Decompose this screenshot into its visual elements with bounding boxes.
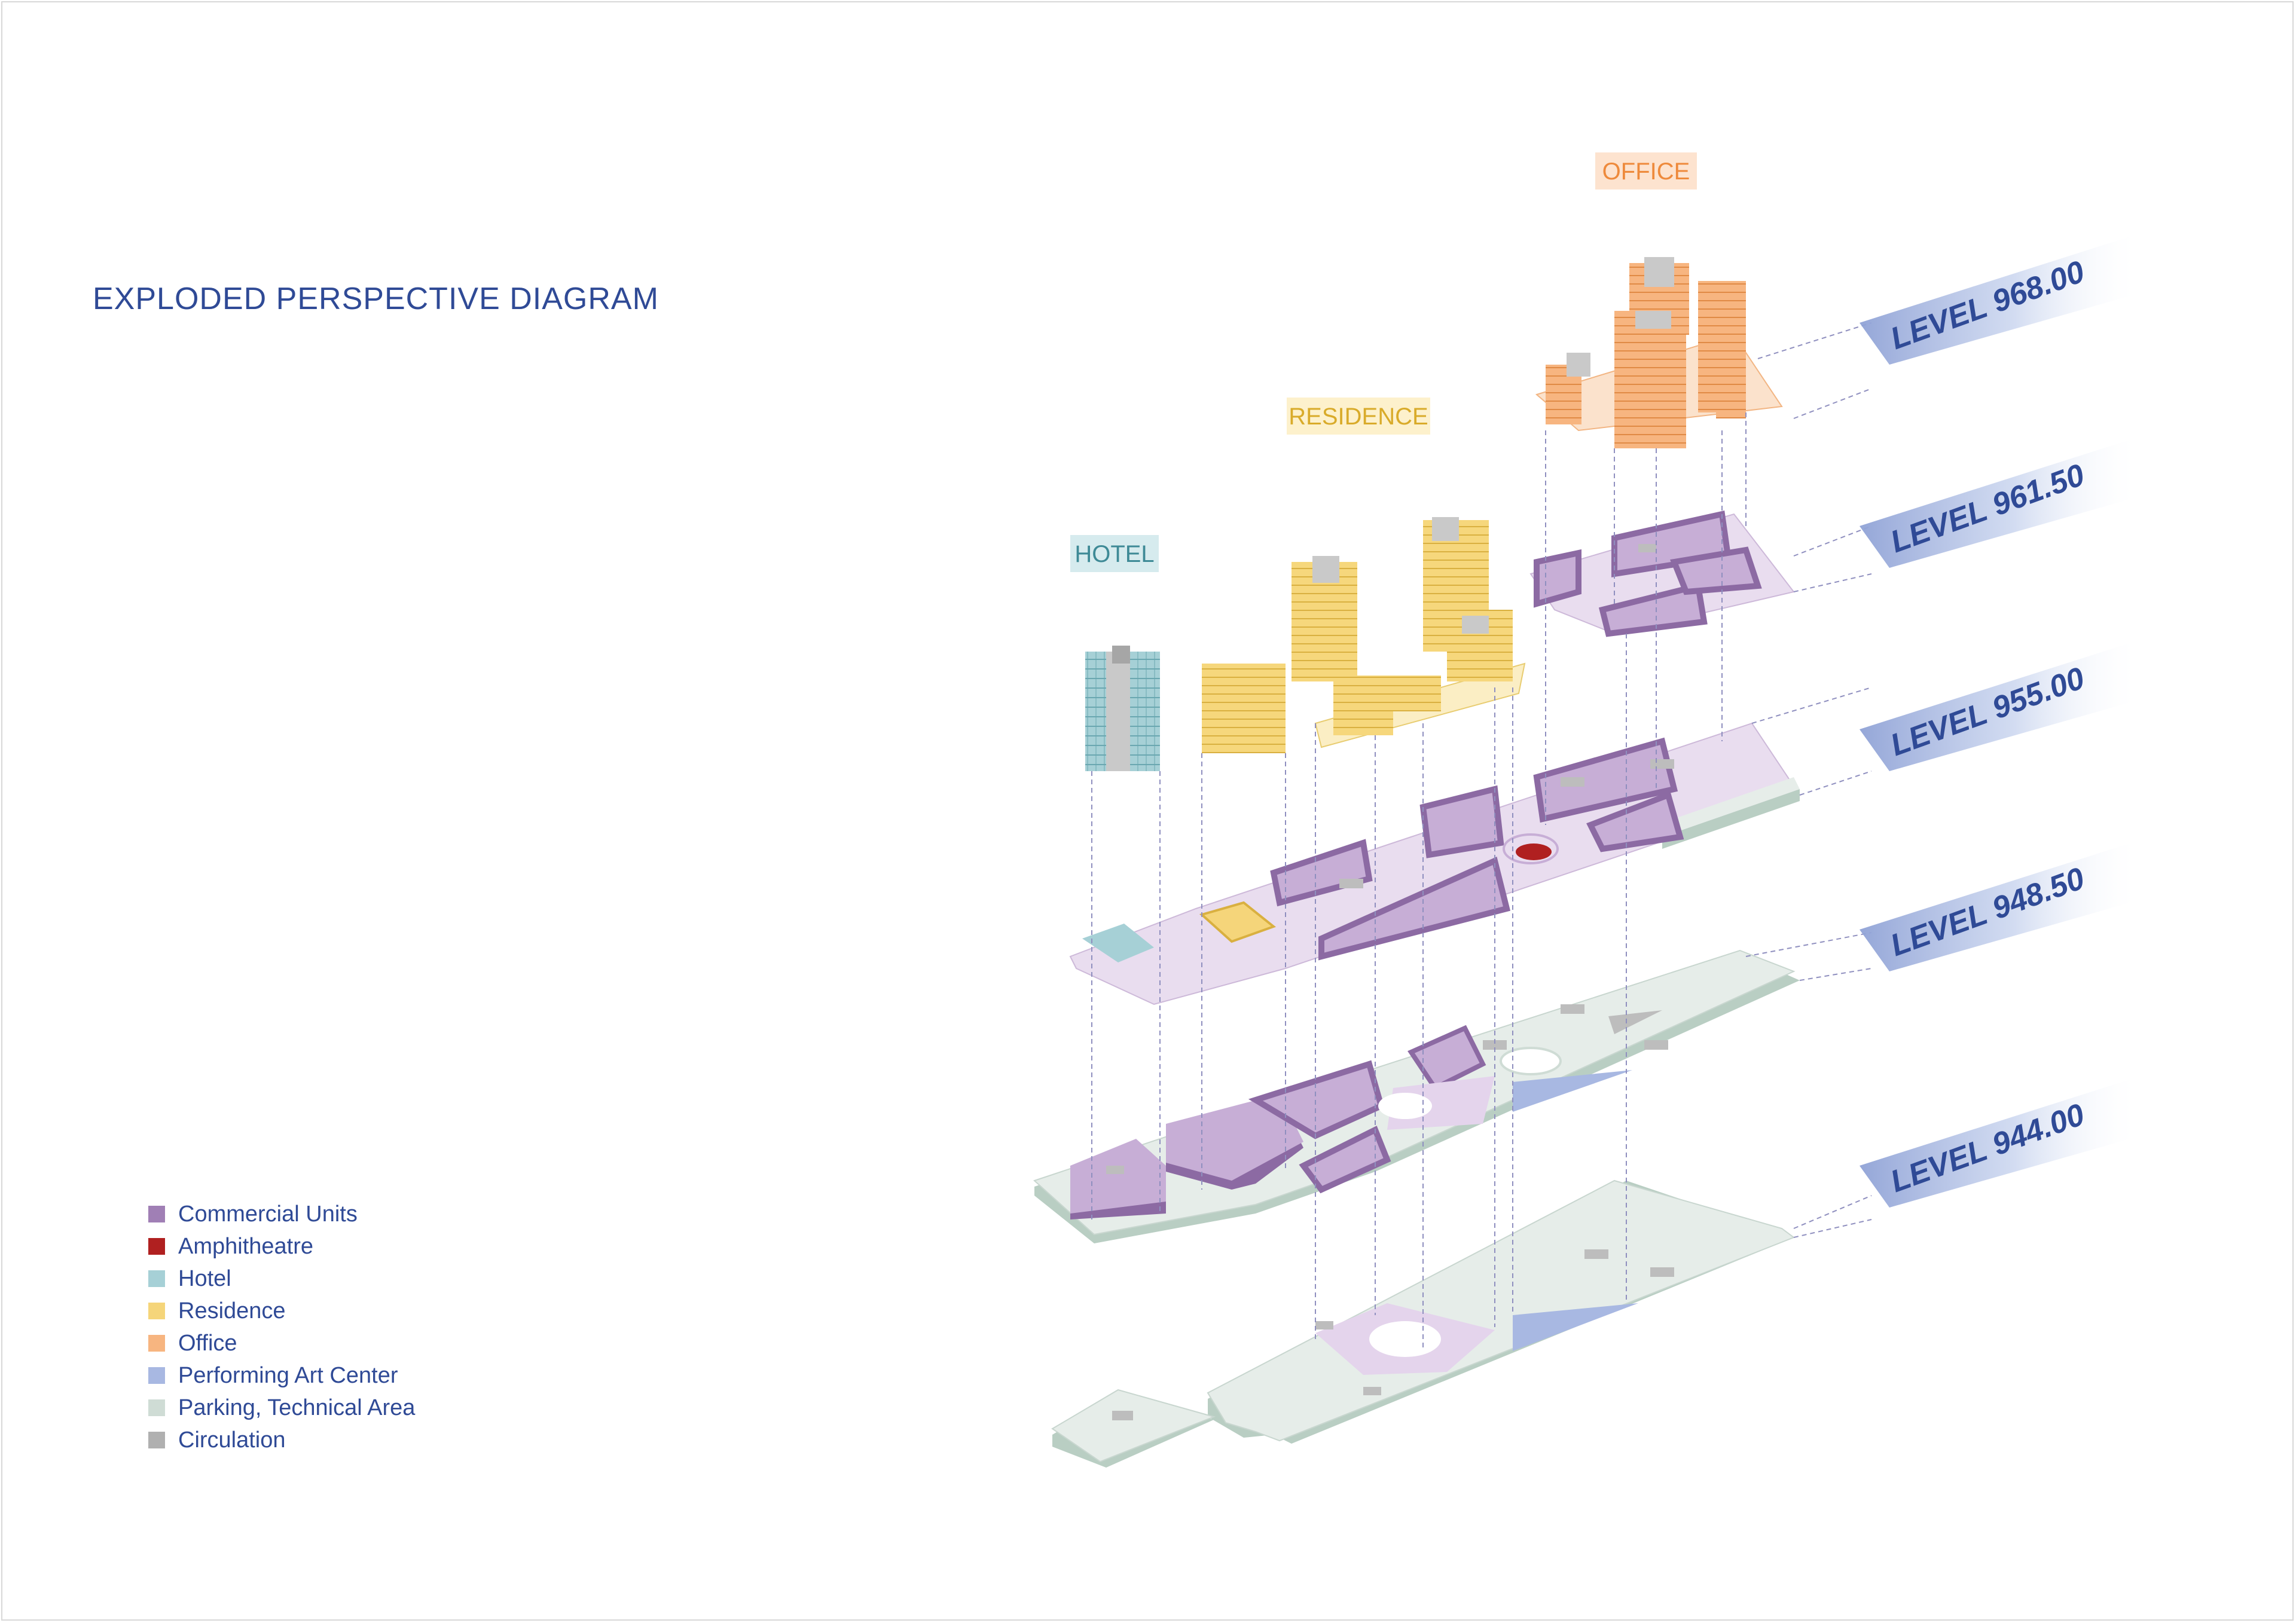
zone-label-hotel: HOTEL — [1070, 535, 1159, 572]
zone-label-residence: RESIDENCE — [1287, 398, 1430, 435]
legend-label: Parking, Technical Area — [178, 1395, 416, 1420]
zone-label-office: OFFICE — [1595, 152, 1697, 189]
level-tag-955: LEVEL 955.00 — [1860, 640, 2141, 771]
level-tag-968: LEVEL 968.00 — [1860, 233, 2141, 365]
level-948-slab — [1033, 949, 1800, 1243]
residence-towers — [1202, 517, 1526, 753]
legend-label: Office — [178, 1330, 237, 1356]
hotel-tower — [1085, 646, 1160, 771]
legend-label: Hotel — [178, 1266, 231, 1291]
legend-label: Amphitheatre — [178, 1233, 314, 1259]
office-towers — [1535, 257, 1783, 448]
level-961-slab — [1529, 510, 1795, 637]
legend-swatch — [148, 1270, 165, 1287]
level-tag-944: LEVEL 944.00 — [1860, 1076, 2141, 1208]
legend-label: Commercial Units — [178, 1201, 358, 1227]
zone-label-residence-text: RESIDENCE — [1289, 404, 1428, 430]
zone-label-office-text: OFFICE — [1602, 158, 1690, 185]
legend-item-office: Office — [148, 1327, 415, 1359]
legend-swatch — [148, 1335, 165, 1352]
zone-label-hotel-text: HOTEL — [1074, 541, 1154, 567]
legend-item-circulation: Circulation — [148, 1424, 415, 1456]
legend-item-commercial: Commercial Units — [148, 1198, 415, 1230]
legend-item-performing-art: Performing Art Center — [148, 1359, 415, 1392]
level-944-slab — [1051, 1179, 1796, 1468]
legend-label: Residence — [178, 1298, 286, 1324]
legend-label: Performing Art Center — [178, 1362, 398, 1388]
legend-item-amphitheatre: Amphitheatre — [148, 1230, 415, 1263]
page-title: EXPLODED PERSPECTIVE DIAGRAM — [93, 282, 659, 316]
legend-item-hotel: Hotel — [148, 1263, 415, 1295]
legend-swatch — [148, 1206, 165, 1222]
level-tag-961: LEVEL 961.50 — [1860, 436, 2141, 568]
level-955-slab — [1069, 722, 1801, 1005]
legend-swatch — [148, 1367, 165, 1384]
legend-item-residence: Residence — [148, 1295, 415, 1327]
legend: Commercial Units Amphitheatre Hotel Resi… — [148, 1198, 415, 1456]
legend-swatch — [148, 1303, 165, 1319]
legend-swatch — [148, 1432, 165, 1448]
legend-item-parking: Parking, Technical Area — [148, 1392, 415, 1424]
projection-lines — [1091, 322, 1872, 1351]
legend-swatch — [148, 1238, 165, 1255]
level-tag-948: LEVEL 948.50 — [1860, 840, 2141, 971]
legend-label: Circulation — [178, 1427, 286, 1453]
legend-swatch — [148, 1399, 165, 1416]
